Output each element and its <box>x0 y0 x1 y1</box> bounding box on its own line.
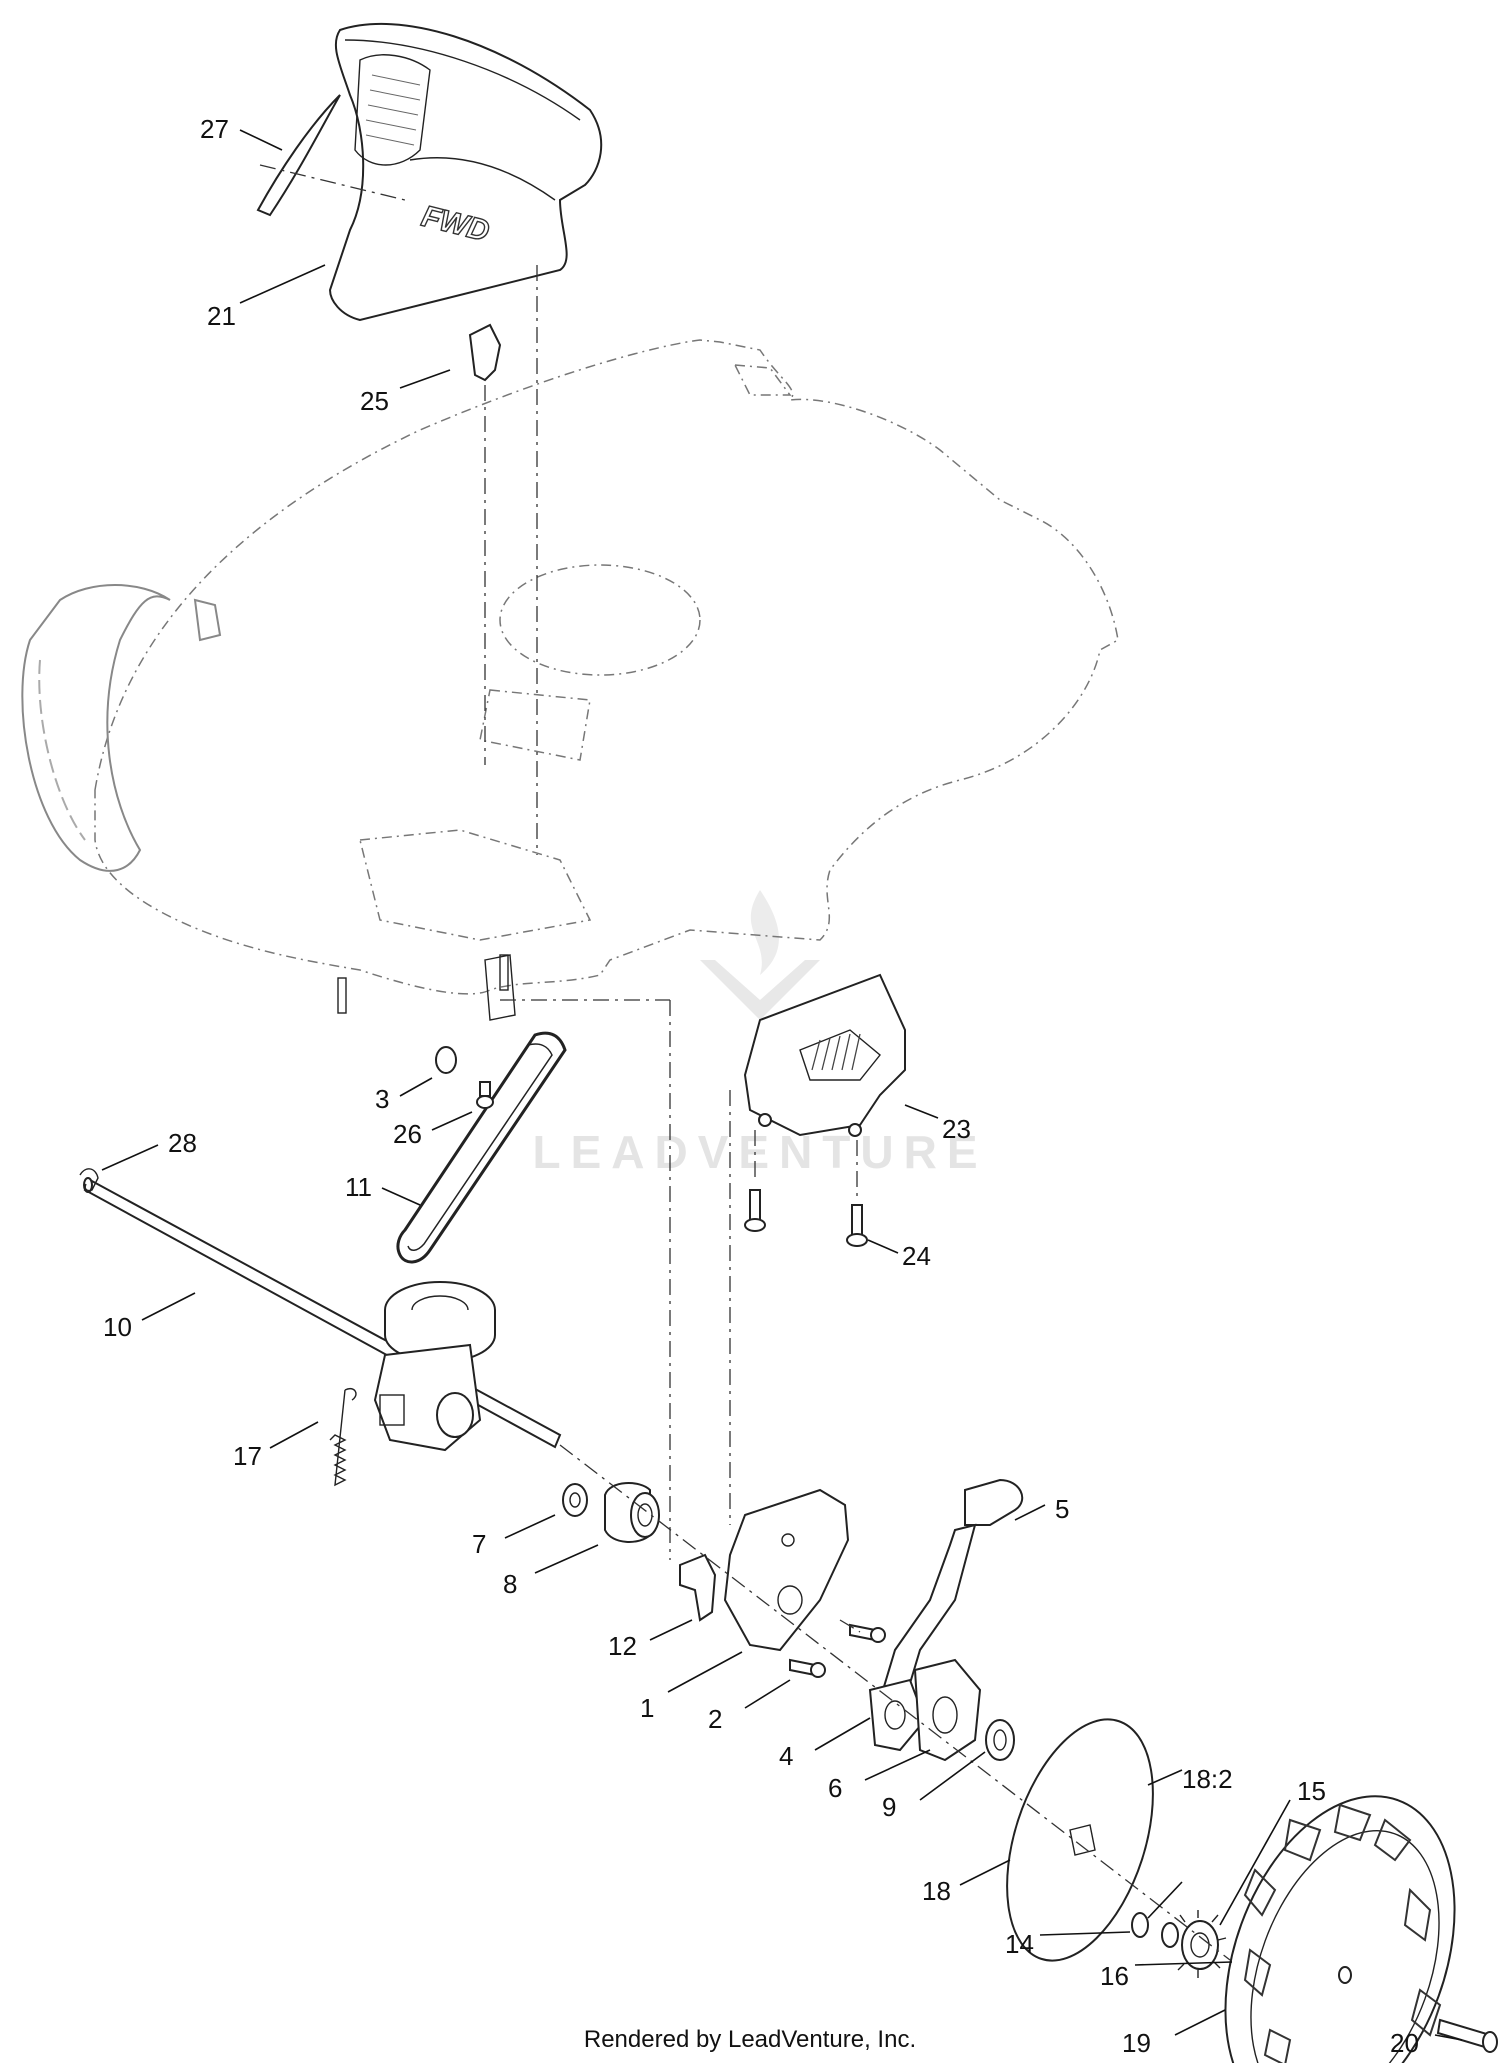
assembly-lines <box>259 164 1231 1961</box>
part-26-screw <box>476 1081 494 1109</box>
deck-rear-recess <box>359 829 592 941</box>
callout-12: 12 <box>608 1631 637 1661</box>
part-17-spring <box>329 1388 357 1487</box>
left-rear-wheel <box>21 584 222 872</box>
part-5-drive-lever <box>878 1478 1024 1712</box>
callout-25: 25 <box>360 386 389 416</box>
callout-17: 17 <box>233 1441 262 1471</box>
part-19-wheel <box>1224 1795 1456 2063</box>
deck-blade-opening <box>499 564 701 676</box>
part-6-pawl <box>913 1658 982 1762</box>
callout-23: 23 <box>942 1114 971 1144</box>
part-12-bracket <box>679 1553 717 1622</box>
callout-11: 11 <box>345 1172 372 1202</box>
part-1-plate <box>723 1488 850 1652</box>
callout-14: 14 <box>1005 1929 1034 1959</box>
mower-deck-outline <box>94 339 1119 995</box>
part-27-decal <box>256 94 341 217</box>
callout-18: 18 <box>922 1876 951 1906</box>
callout-15: 15 <box>1297 1776 1326 1806</box>
part-3-nut <box>435 1046 457 1074</box>
part-9-washer <box>985 1719 1015 1761</box>
callout-4: 4 <box>779 1741 793 1771</box>
part-8-bearing <box>604 1482 660 1543</box>
deck-mounting-hardware <box>337 954 516 1021</box>
part-4-lever-body <box>868 1678 927 1752</box>
part-18-disc <box>1006 1718 1154 1962</box>
vent-grille <box>365 74 421 146</box>
callout-1: 1 <box>640 1693 654 1723</box>
callout-5: 5 <box>1055 1494 1069 1524</box>
part-2-screws <box>789 1623 886 1678</box>
callout-20: 20 <box>1390 2028 1419 2058</box>
callout-8: 8 <box>503 1569 517 1599</box>
callout-10: 10 <box>103 1312 132 1342</box>
part-7-bushing <box>562 1483 588 1517</box>
callout-7: 7 <box>472 1529 486 1559</box>
callout-24: 24 <box>902 1241 931 1271</box>
deck-recess <box>479 689 591 761</box>
callout-16: 16 <box>1100 1961 1129 1991</box>
part-28-pin <box>79 1168 99 1192</box>
callout-27: 27 <box>200 114 229 144</box>
part-20-bolt <box>1436 2018 1498 2053</box>
part-21-drive-cover: FWD <box>328 23 603 322</box>
deck-handle-mount <box>733 364 792 396</box>
watermark-text: LEADVENTURE <box>532 1126 987 1178</box>
part-11-drive-belt <box>396 1031 567 1264</box>
callout-6: 6 <box>828 1773 842 1803</box>
callout-9: 9 <box>882 1792 896 1822</box>
callout-26: 26 <box>393 1119 422 1149</box>
footer-credit: Rendered by LeadVenture, Inc. <box>583 2026 917 2053</box>
callout-21: 21 <box>207 301 236 331</box>
part-23-rear-housing <box>743 973 906 1137</box>
callout-3: 3 <box>375 1084 389 1114</box>
part-15-pinion-gear <box>1177 1910 1227 1978</box>
callout-layer: 27 21 25 3 26 28 11 23 24 10 17 7 8 5 12… <box>101 114 1463 2058</box>
part-25-clip <box>468 323 502 382</box>
part-14-washer <box>1131 1912 1179 1948</box>
callout-28: 28 <box>168 1128 197 1158</box>
callout-18-2: 18:2 <box>1182 1764 1233 1794</box>
callout-19: 19 <box>1122 2028 1151 2058</box>
callout-2: 2 <box>708 1704 722 1734</box>
transmission-assembly <box>373 1281 496 1452</box>
part-24-screws <box>744 1189 868 1247</box>
